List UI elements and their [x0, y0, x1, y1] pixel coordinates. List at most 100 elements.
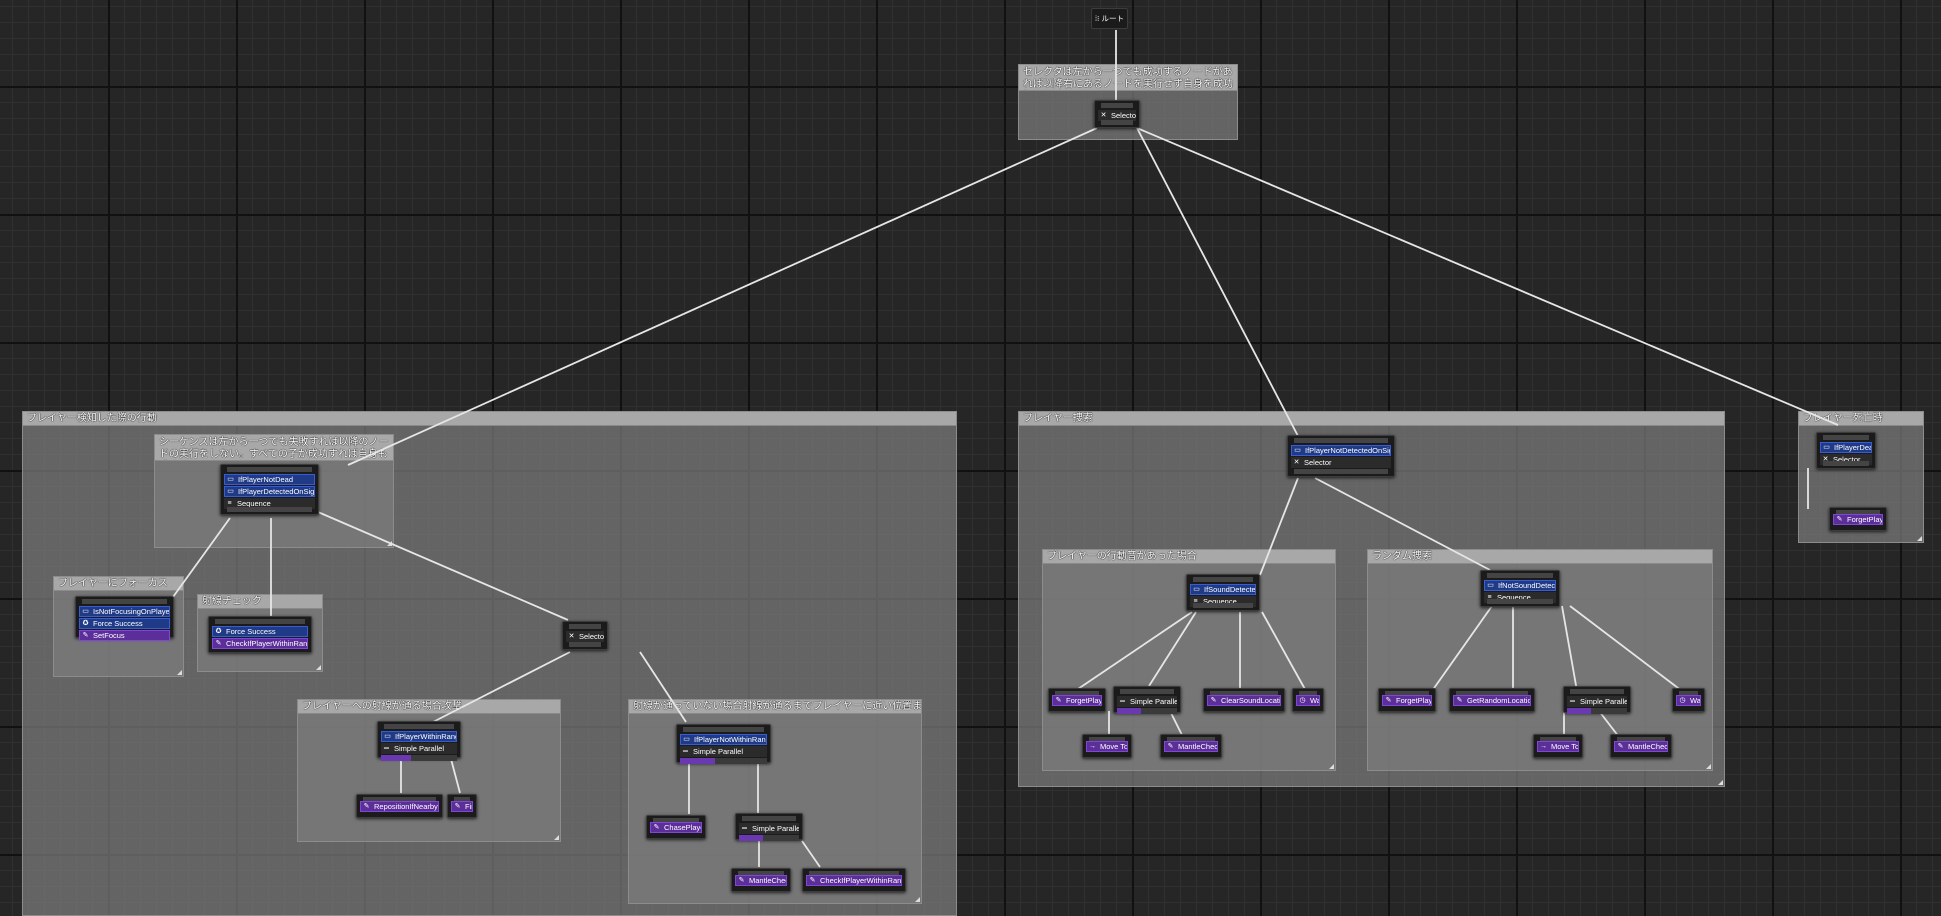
task-row: ✎ForgetPlayer — [1052, 695, 1102, 706]
task-row: ✎GetRandomLocation — [1453, 695, 1531, 706]
mantle-check-task-node[interactable]: ✎MantleCheck — [731, 868, 791, 892]
resize-corner[interactable] — [316, 665, 321, 670]
blackboard-icon: ▭ — [82, 608, 89, 615]
root-node[interactable]: ⁞⁝ ルート — [1091, 8, 1128, 29]
approach-sub-parallel-node[interactable]: ═Simple Parallel — [735, 813, 803, 841]
attack-parallel-node[interactable]: ▭IfPlayerWithinRange ═Simple Parallel — [377, 721, 461, 761]
comment-title: プレイヤーへの射線が通る場合攻撃 — [298, 700, 560, 714]
blackboard-icon: ▭ — [683, 736, 690, 743]
focus-node[interactable]: ▭IsNotFocusingOnPlayer ✪Force Success ✎S… — [75, 596, 174, 641]
resize-corner[interactable] — [1917, 536, 1922, 541]
wait-icon: ◷ — [1299, 697, 1306, 704]
composite-row: ═Simple Parallel — [680, 746, 767, 757]
parallel-pins[interactable] — [381, 755, 457, 761]
composite-row: ✕Selector — [1098, 110, 1136, 121]
forget-player-task-node[interactable]: ✎ForgetPlayer — [1378, 688, 1436, 712]
sequence-icon: ≡ — [1193, 598, 1198, 605]
detected-sequence-node[interactable]: ▭IfPlayerNotDead ▭IfPlayerDetectedOnSigh… — [220, 464, 319, 515]
forget-player-task-node[interactable]: ✎ForgetPlayer — [1048, 688, 1106, 712]
move-to-task-node[interactable]: →Move To — [1082, 734, 1132, 758]
resize-corner[interactable] — [1718, 780, 1723, 785]
move-to-task-node[interactable]: →Move To — [1533, 734, 1583, 758]
random-parallel-node[interactable]: ═Simple Parallel — [1563, 686, 1631, 714]
resize-corner[interactable] — [1706, 764, 1711, 769]
decorator-row: ▭IsNotFocusingOnPlayer — [79, 606, 170, 617]
random-sequence-node[interactable]: ▭IfNotSoundDetected ≡Sequence — [1480, 570, 1560, 607]
dead-selector-node[interactable]: ▭IfPlayerDead ✕Selector — [1816, 432, 1876, 469]
wait-icon: ◷ — [1679, 697, 1686, 704]
wire — [1598, 710, 1620, 738]
decorator-row: ▭IfPlayerWithinRange — [381, 731, 457, 742]
decorator-row: ▭IfPlayerNotDead — [224, 474, 315, 485]
comment-title: プレイヤー検知した際の行動 — [23, 412, 956, 426]
decorator-row: ▭IfPlayerNotDetectedOnSight — [1291, 445, 1391, 456]
wire — [1261, 611, 1307, 692]
check-range-task-node[interactable]: ✎CheckIfPlayerWithinRange — [802, 868, 906, 892]
clear-sound-task-node[interactable]: ✎ClearSoundLocation — [1203, 688, 1285, 712]
comment-title: プレイヤー捜索 — [1019, 412, 1724, 426]
sound-sequence-node[interactable]: ▭IfSoundDetected ≡Sequence — [1186, 574, 1260, 611]
decorator-row: ▭IfSoundDetected — [1190, 584, 1256, 595]
move-arrow-icon: → — [1089, 743, 1096, 750]
detected-selector-node[interactable]: ✕Selector — [562, 621, 608, 650]
wire — [317, 511, 569, 621]
parallel-pins[interactable] — [739, 835, 799, 841]
selector-icon: ✕ — [1822, 456, 1829, 463]
parallel-pins[interactable] — [1567, 708, 1627, 714]
blackboard-icon: ▭ — [1294, 447, 1301, 454]
sight-check-node[interactable]: ✪Force Success ✎CheckIfPlayerWithinRange — [208, 616, 312, 653]
top-selector-node[interactable]: ✕Selector — [1094, 100, 1140, 128]
force-success-icon: ✪ — [215, 628, 222, 635]
wait-task-node[interactable]: ◷Wait — [1672, 688, 1705, 712]
task-row: ✎CheckIfPlayerWithinRange — [806, 875, 902, 886]
selector-icon: ✕ — [1293, 459, 1300, 466]
task-row: ✎Fire — [451, 801, 473, 812]
comment-title: 射線チェック — [198, 595, 322, 609]
decorator-row: ✪Force Success — [79, 618, 170, 629]
task-row: ✎RepositionIfNearby — [360, 801, 439, 812]
task-icon: ✎ — [1617, 743, 1624, 750]
resize-corner[interactable] — [177, 670, 182, 675]
parallel-icon: ═ — [1570, 698, 1575, 705]
fire-task-node[interactable]: ✎Fire — [447, 794, 477, 818]
sequence-icon: ≡ — [227, 500, 232, 507]
search-selector-node[interactable]: ▭IfPlayerNotDetectedOnSight ✕Selector — [1287, 435, 1395, 477]
mantle-check-task-node[interactable]: ✎MantleCheck — [1160, 734, 1222, 758]
parallel-icon: ═ — [683, 748, 688, 755]
resize-corner[interactable] — [915, 897, 920, 902]
task-icon: ✎ — [454, 803, 461, 810]
get-random-location-task-node[interactable]: ✎GetRandomLocation — [1449, 688, 1535, 712]
task-icon: ✎ — [1167, 743, 1174, 750]
force-success-icon: ✪ — [82, 620, 89, 627]
task-row: ✎CheckIfPlayerWithinRange — [212, 638, 308, 649]
task-icon: ✎ — [1836, 516, 1843, 523]
chase-task-node[interactable]: ✎ChasePlayer — [646, 815, 706, 839]
resize-corner[interactable] — [1329, 764, 1334, 769]
decorator-row: ✪Force Success — [212, 626, 308, 637]
parallel-icon: ═ — [742, 825, 747, 832]
decorator-row: ▭IfPlayerNotWithinRange — [680, 734, 767, 745]
sound-parallel-node[interactable]: ═Simple Parallel — [1113, 686, 1181, 714]
task-icon: ✎ — [363, 803, 370, 810]
wire — [1074, 611, 1193, 692]
wire — [1136, 127, 1299, 437]
task-icon: ✎ — [1456, 697, 1463, 704]
task-icon: ✎ — [653, 824, 660, 831]
task-icon: ✎ — [215, 640, 222, 647]
move-arrow-icon: → — [1540, 743, 1547, 750]
approach-parallel-node[interactable]: ▭IfPlayerNotWithinRange ═Simple Parallel — [676, 724, 771, 764]
forget-player-task-node[interactable]: ✎ForgetPlayer — [1829, 507, 1887, 531]
wire — [450, 758, 461, 794]
wire — [1148, 611, 1197, 687]
parallel-pins[interactable] — [680, 758, 767, 764]
blackboard-icon: ▭ — [227, 476, 234, 483]
reposition-task-node[interactable]: ✎RepositionIfNearby — [356, 794, 443, 818]
wait-task-node[interactable]: ◷Wait — [1292, 688, 1324, 712]
resize-corner[interactable] — [554, 835, 559, 840]
mantle-check-task-node[interactable]: ✎MantleCheck — [1610, 734, 1672, 758]
wire — [1569, 605, 1683, 692]
root-label: ルート — [1101, 14, 1125, 23]
composite-row: ≡Sequence — [1484, 592, 1556, 603]
parallel-pins[interactable] — [1117, 708, 1177, 714]
